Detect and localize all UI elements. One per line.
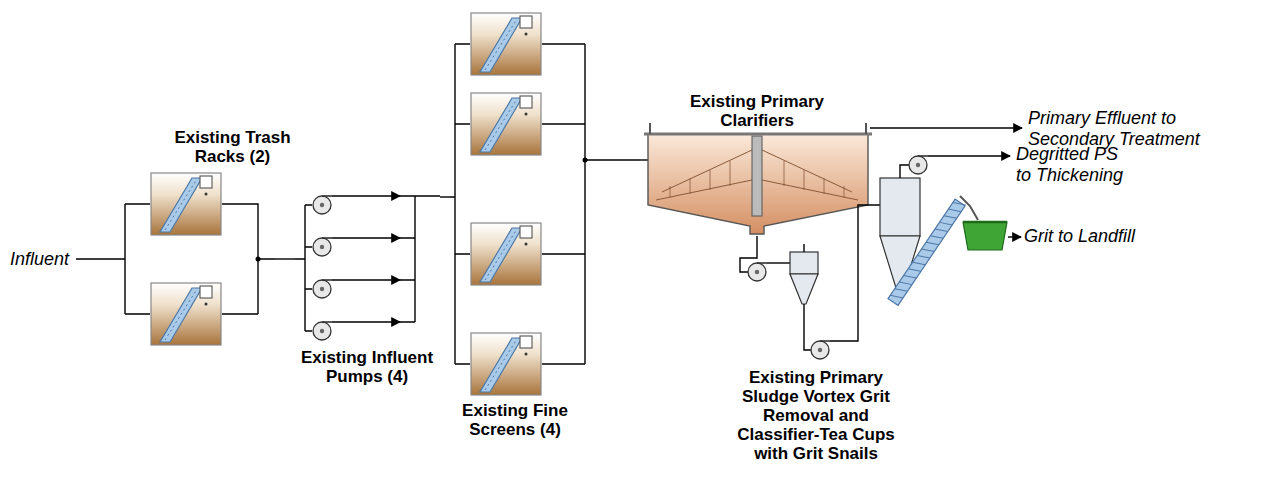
flow-label: Grit to Landfill: [1024, 226, 1135, 247]
fine-screen-icon: [471, 13, 541, 75]
pump-icon: [313, 196, 332, 214]
flow-label: Influent: [10, 249, 69, 270]
trash-rack-icon: [151, 173, 221, 235]
clarifier-icon: [640, 123, 1022, 234]
flow-label: Primary Effluent to Secondary Treatment: [1028, 108, 1228, 150]
grit-snail-icon: [888, 198, 966, 305]
flow-label: Degritted PS to Thickening: [1016, 144, 1134, 186]
pump-icon: [313, 322, 332, 340]
group-label: Existing Primary Sludge Vortex Grit Remo…: [735, 368, 897, 463]
pump-icon: [313, 280, 332, 298]
trash-rack-piping: [76, 173, 275, 345]
group-label: Existing Influent Pumps (4): [287, 348, 447, 386]
flow-line: [600, 159, 640, 160]
influent-pump-piping: [295, 196, 440, 340]
fine-screen-piping: [450, 13, 600, 395]
process-group: Existing Primary Sludge Vortex Grit Remo…: [650, 250, 1000, 490]
flow-line: [275, 258, 295, 259]
process-group: Existing Fine Screens (4): [450, 5, 600, 450]
fine-screen-icon: [471, 333, 541, 395]
flow-line: [756, 236, 757, 250]
process-group: Existing Influent Pumps (4): [295, 185, 440, 395]
dumpster-icon: [963, 222, 1007, 250]
fine-screen-icon: [471, 93, 541, 155]
pump-icon: [313, 238, 332, 256]
process-group: Existing Primary Clarifiers: [640, 90, 880, 236]
pump-icon: [748, 263, 767, 281]
trash-rack-icon: [151, 283, 221, 345]
flow-line: [440, 196, 450, 197]
group-label: Existing Trash Racks (2): [170, 128, 295, 166]
process-group: Existing Trash Racks (2): [100, 128, 275, 353]
fine-screen-icon: [471, 223, 541, 285]
group-label: Existing Primary Clarifiers: [682, 92, 832, 130]
group-label: Existing Fine Screens (4): [455, 401, 575, 439]
pump-icon: [811, 341, 830, 359]
grit-removal-icon: [740, 156, 1021, 359]
pump-icon: [909, 156, 928, 174]
